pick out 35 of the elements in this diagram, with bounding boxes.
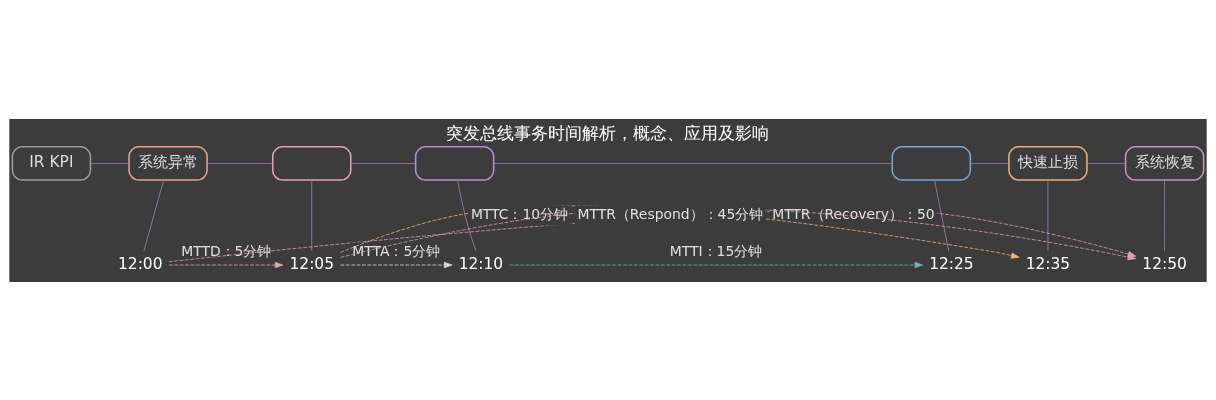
arrow [168, 261, 284, 268]
node-box: IR KPI [11, 145, 92, 181]
node-box [414, 145, 495, 181]
connector [311, 179, 313, 251]
connector [143, 179, 165, 251]
connector [493, 162, 893, 164]
edge-label: MTTR（Recovery）：50 [772, 205, 935, 222]
connector [350, 162, 416, 164]
node-text: 12:25 [929, 254, 974, 273]
connector [934, 179, 950, 251]
connector [457, 179, 477, 251]
node-box: 快速止损 [1008, 145, 1088, 181]
diagram-title: 突发总线事务时间解析，概念、应用及影响 [446, 122, 770, 143]
node-box: 系统异常 [128, 145, 208, 181]
node-box: 系统恢复 [1124, 145, 1205, 181]
connector [1164, 179, 1165, 251]
node-text: 12:05 [289, 254, 334, 273]
edge-label: MTTC：10分钟 [470, 205, 569, 222]
node-box [891, 145, 972, 181]
connector [206, 162, 273, 164]
edge-label: MTTR（Respond）：45分钟 [577, 205, 764, 222]
node-text: 12:00 [117, 254, 163, 273]
connector [90, 162, 130, 164]
connector [970, 162, 1010, 164]
node-box [271, 145, 352, 181]
arrow [340, 261, 453, 268]
edge-label: MTTA：5分钟 [352, 242, 441, 259]
connector [1047, 179, 1049, 251]
node-text: 12:50 [1142, 254, 1187, 273]
edge-label: MTTD：5分钟 [181, 242, 272, 259]
edge-label: MTTI：15分钟 [669, 242, 763, 259]
node-text: 12:10 [458, 254, 504, 273]
arrow [509, 261, 924, 268]
node-text: 12:35 [1025, 254, 1071, 273]
connector [1086, 162, 1126, 164]
